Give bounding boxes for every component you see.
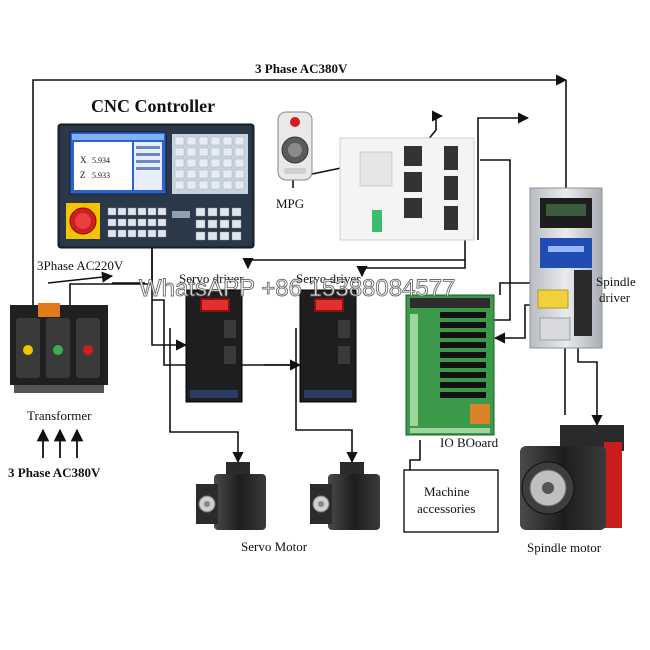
spindle-driver-label-1: Spindle [596,274,636,289]
spindle-driver [529,187,603,349]
cnc-controller: X 5.934 Z 5.933 [57,123,255,249]
wire-220v-branch [47,271,114,284]
wire-servo1-motor [169,328,244,464]
controller-title: CNC Controller [91,96,215,116]
input-arrows [36,428,84,458]
wire-spindle-motor [577,348,603,427]
transformer [10,303,108,393]
spindle-motor-label: Spindle motor [527,540,602,555]
wire-io-machine [409,440,421,470]
bottom-power-label: 3 Phase AC380V [8,465,101,480]
screen-z-value: 5.933 [92,171,110,180]
machine-acc-label-1: Machine [424,484,470,499]
screen-x-label: X [80,155,87,165]
servo-motor-1 [196,462,266,530]
wire-ctrl-servo1 [151,248,188,351]
signal-panel [339,137,475,241]
servo-motor-2 [310,462,380,530]
io-board [405,294,495,436]
transformer-label: Transformer [27,408,92,423]
spindle-motor [520,425,624,530]
controller-screen: X 5.934 Z 5.933 [69,131,167,195]
wire-panel-servo1 [242,240,466,270]
ac220-label: 3Phase AC220V [37,258,124,273]
io-board-label: IO BOoard [440,435,499,450]
servo-driver-2 [299,289,357,403]
machine-acc-label-2: accessories [417,501,475,516]
terminal-block-icon [372,210,382,232]
wiring-lines [32,74,603,470]
emergency-stop-icon [66,203,100,239]
machine-accessories-box [403,469,499,533]
controller-keypad [172,134,248,194]
servo-driver-1-label: Servo driver [179,271,244,286]
servo-driver-2-label: Servo driver [296,271,361,286]
wire-panel-up [477,112,530,240]
spindle-driver-label-2: driver [599,290,631,305]
wire-top-bus [32,74,568,305]
top-power-label: 3 Phase AC380V [255,61,348,76]
screen-z-label: Z [80,170,86,180]
screen-x-value: 5.934 [92,156,110,165]
wire-servo2-motor [295,328,358,464]
watermark: WhatsAPP +86 15388084577 [139,275,455,302]
mpg-label: MPG [276,196,304,211]
wire-io-panel [480,159,511,321]
wire-panel-servo2 [356,260,466,278]
mpg-handwheel [277,111,313,181]
servo-motor-label: Servo Motor [241,539,308,554]
controller-buttons [107,207,242,241]
servo-driver-1 [185,289,243,403]
